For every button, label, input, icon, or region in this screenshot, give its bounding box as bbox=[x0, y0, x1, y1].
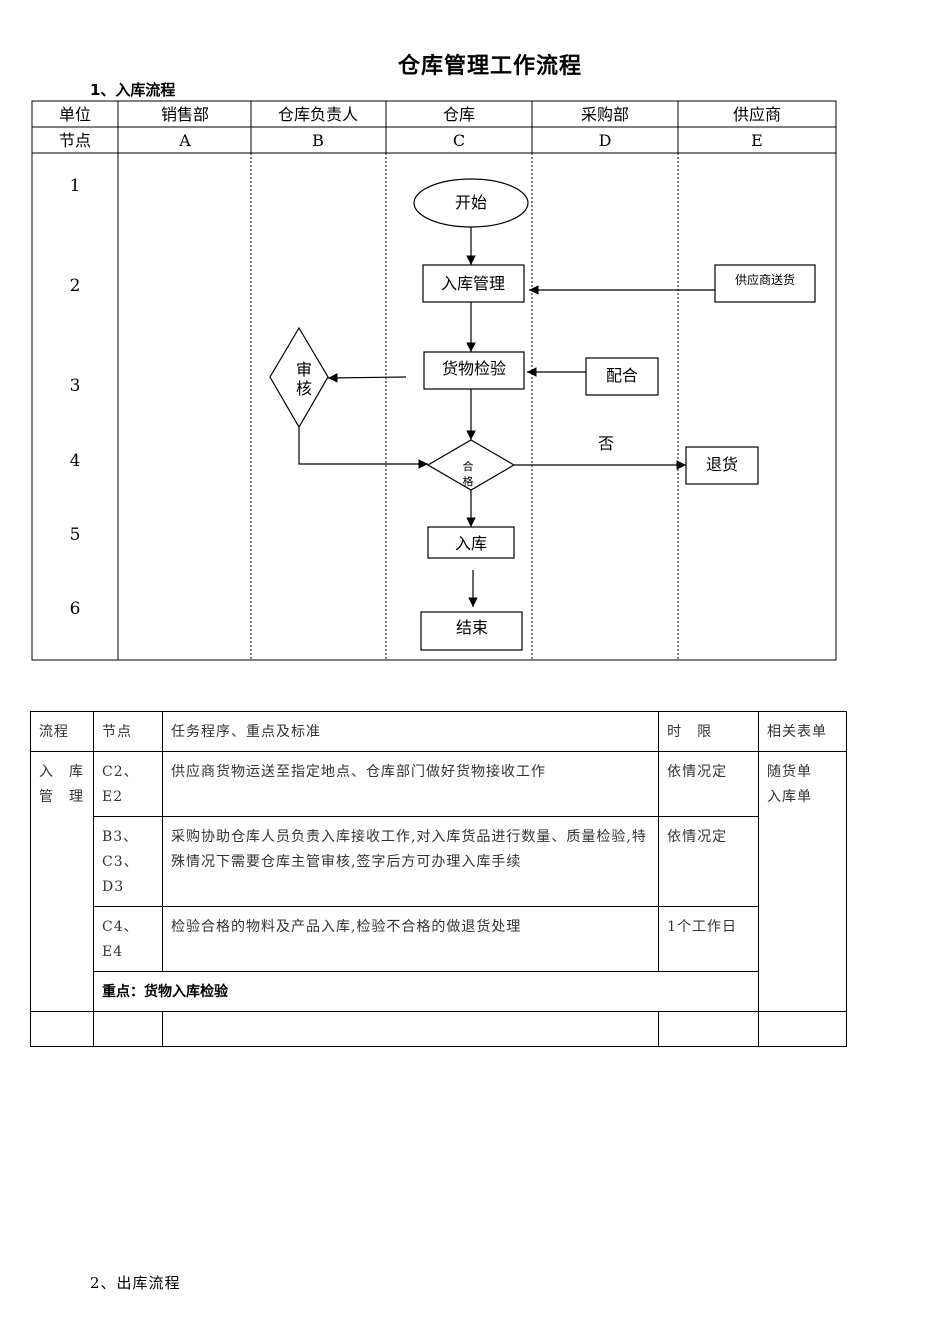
cooperate-box bbox=[585, 357, 659, 396]
swimlane-grid bbox=[31, 100, 837, 661]
node-d: D bbox=[599, 131, 612, 150]
row-time: 1个工作日 bbox=[658, 906, 760, 972]
node-a: A bbox=[178, 131, 191, 150]
unit-purchasing-dept: 采购部 bbox=[581, 105, 629, 124]
document-title: 仓库管理工作流程 bbox=[397, 54, 582, 79]
row-task: 检验合格的物料及产品入库,检验不合格的做退货处理 bbox=[161, 906, 660, 972]
row-task: 采购协助仓库人员负责入库接收工作,对入库货品进行数量、质量检验,特殊情况下需要仓… bbox=[161, 816, 660, 907]
warehousing-box bbox=[427, 526, 515, 559]
node-b: B bbox=[312, 131, 324, 150]
step-number: 4 bbox=[70, 451, 81, 471]
row-time: 依情况定 bbox=[658, 816, 760, 907]
inbound-flowchart: 单位 节点 销售部 仓库负责人 仓库 采购部 供应商 A B C D E 1 2… bbox=[31, 100, 837, 661]
return-goods-label: 退货 bbox=[706, 455, 738, 474]
step-number: 5 bbox=[70, 525, 81, 545]
section-inbound-title: 1、入库流程 bbox=[90, 81, 176, 99]
inbound-mgmt-box bbox=[422, 264, 525, 303]
header-process: 流程 bbox=[30, 711, 94, 752]
procedure-table: 流程 节点 任务程序、重点及标准 时 限 相关表单 入 库 管 理 C2、E2 … bbox=[30, 711, 847, 1047]
row-task: 供应商货物运送至指定地点、仓库部门做好货物接收工作 bbox=[161, 751, 660, 817]
header-related-forms: 相关表单 bbox=[758, 711, 847, 752]
step-number: 6 bbox=[70, 599, 81, 619]
related-forms-cell: 随货单 入库单 bbox=[758, 751, 847, 1012]
warehousing-label: 入库 bbox=[455, 534, 487, 553]
step-number: 3 bbox=[70, 376, 81, 396]
supplier-delivery-box bbox=[714, 264, 816, 303]
unit-supplier: 供应商 bbox=[733, 105, 781, 124]
header-time-limit: 时 限 bbox=[658, 711, 760, 752]
return-goods-box bbox=[685, 446, 759, 485]
empty-cell bbox=[758, 1011, 847, 1047]
header-task: 任务程序、重点及标准 bbox=[161, 711, 660, 752]
unit-sales-dept: 销售部 bbox=[161, 105, 209, 124]
row-time: 依情况定 bbox=[658, 751, 760, 817]
arrow-review-to-qualified bbox=[298, 427, 428, 469]
row-node: C2、E2 bbox=[92, 751, 163, 817]
arrow-to-review bbox=[327, 373, 407, 383]
step-number: 2 bbox=[70, 276, 81, 296]
header-node: 节点 bbox=[92, 711, 163, 752]
unit-warehouse: 仓库 bbox=[443, 105, 475, 124]
no-branch-label: 否 bbox=[598, 434, 614, 453]
key-point-cell: 重点：货物入库检验 bbox=[92, 971, 760, 1012]
inbound-mgmt-label: 入库管理 bbox=[441, 274, 505, 293]
step-number: 1 bbox=[70, 176, 81, 196]
empty-cell bbox=[92, 1011, 163, 1047]
empty-cell bbox=[30, 1011, 94, 1047]
supplier-delivery-label: 供应商送货 bbox=[735, 272, 795, 287]
cooperate-label: 配合 bbox=[606, 366, 638, 385]
goods-inspection-label: 货物检验 bbox=[442, 359, 506, 378]
row-node: C4、E4 bbox=[92, 906, 163, 972]
qualified-label-line2: 格 bbox=[463, 474, 474, 488]
section-outbound-title: 2、出库流程 bbox=[90, 1274, 181, 1292]
end-label: 结束 bbox=[456, 618, 488, 637]
row-node: B3、C3、D3 bbox=[92, 816, 163, 907]
review-label-line1: 审 bbox=[296, 360, 312, 379]
empty-cell bbox=[658, 1011, 760, 1047]
end-box bbox=[420, 611, 523, 651]
review-label-line2: 核 bbox=[296, 379, 312, 398]
node-e: E bbox=[751, 131, 763, 150]
process-name-cell: 入 库 管 理 bbox=[30, 751, 94, 1012]
goods-inspection-box bbox=[423, 351, 525, 390]
node-c: C bbox=[453, 131, 465, 150]
unit-row-label: 单位 bbox=[59, 105, 91, 124]
unit-warehouse-manager: 仓库负责人 bbox=[278, 105, 358, 124]
start-label: 开始 bbox=[455, 193, 487, 212]
empty-cell bbox=[161, 1011, 660, 1047]
qualified-label-line1: 合 bbox=[463, 459, 474, 473]
node-row-label: 节点 bbox=[59, 131, 91, 150]
